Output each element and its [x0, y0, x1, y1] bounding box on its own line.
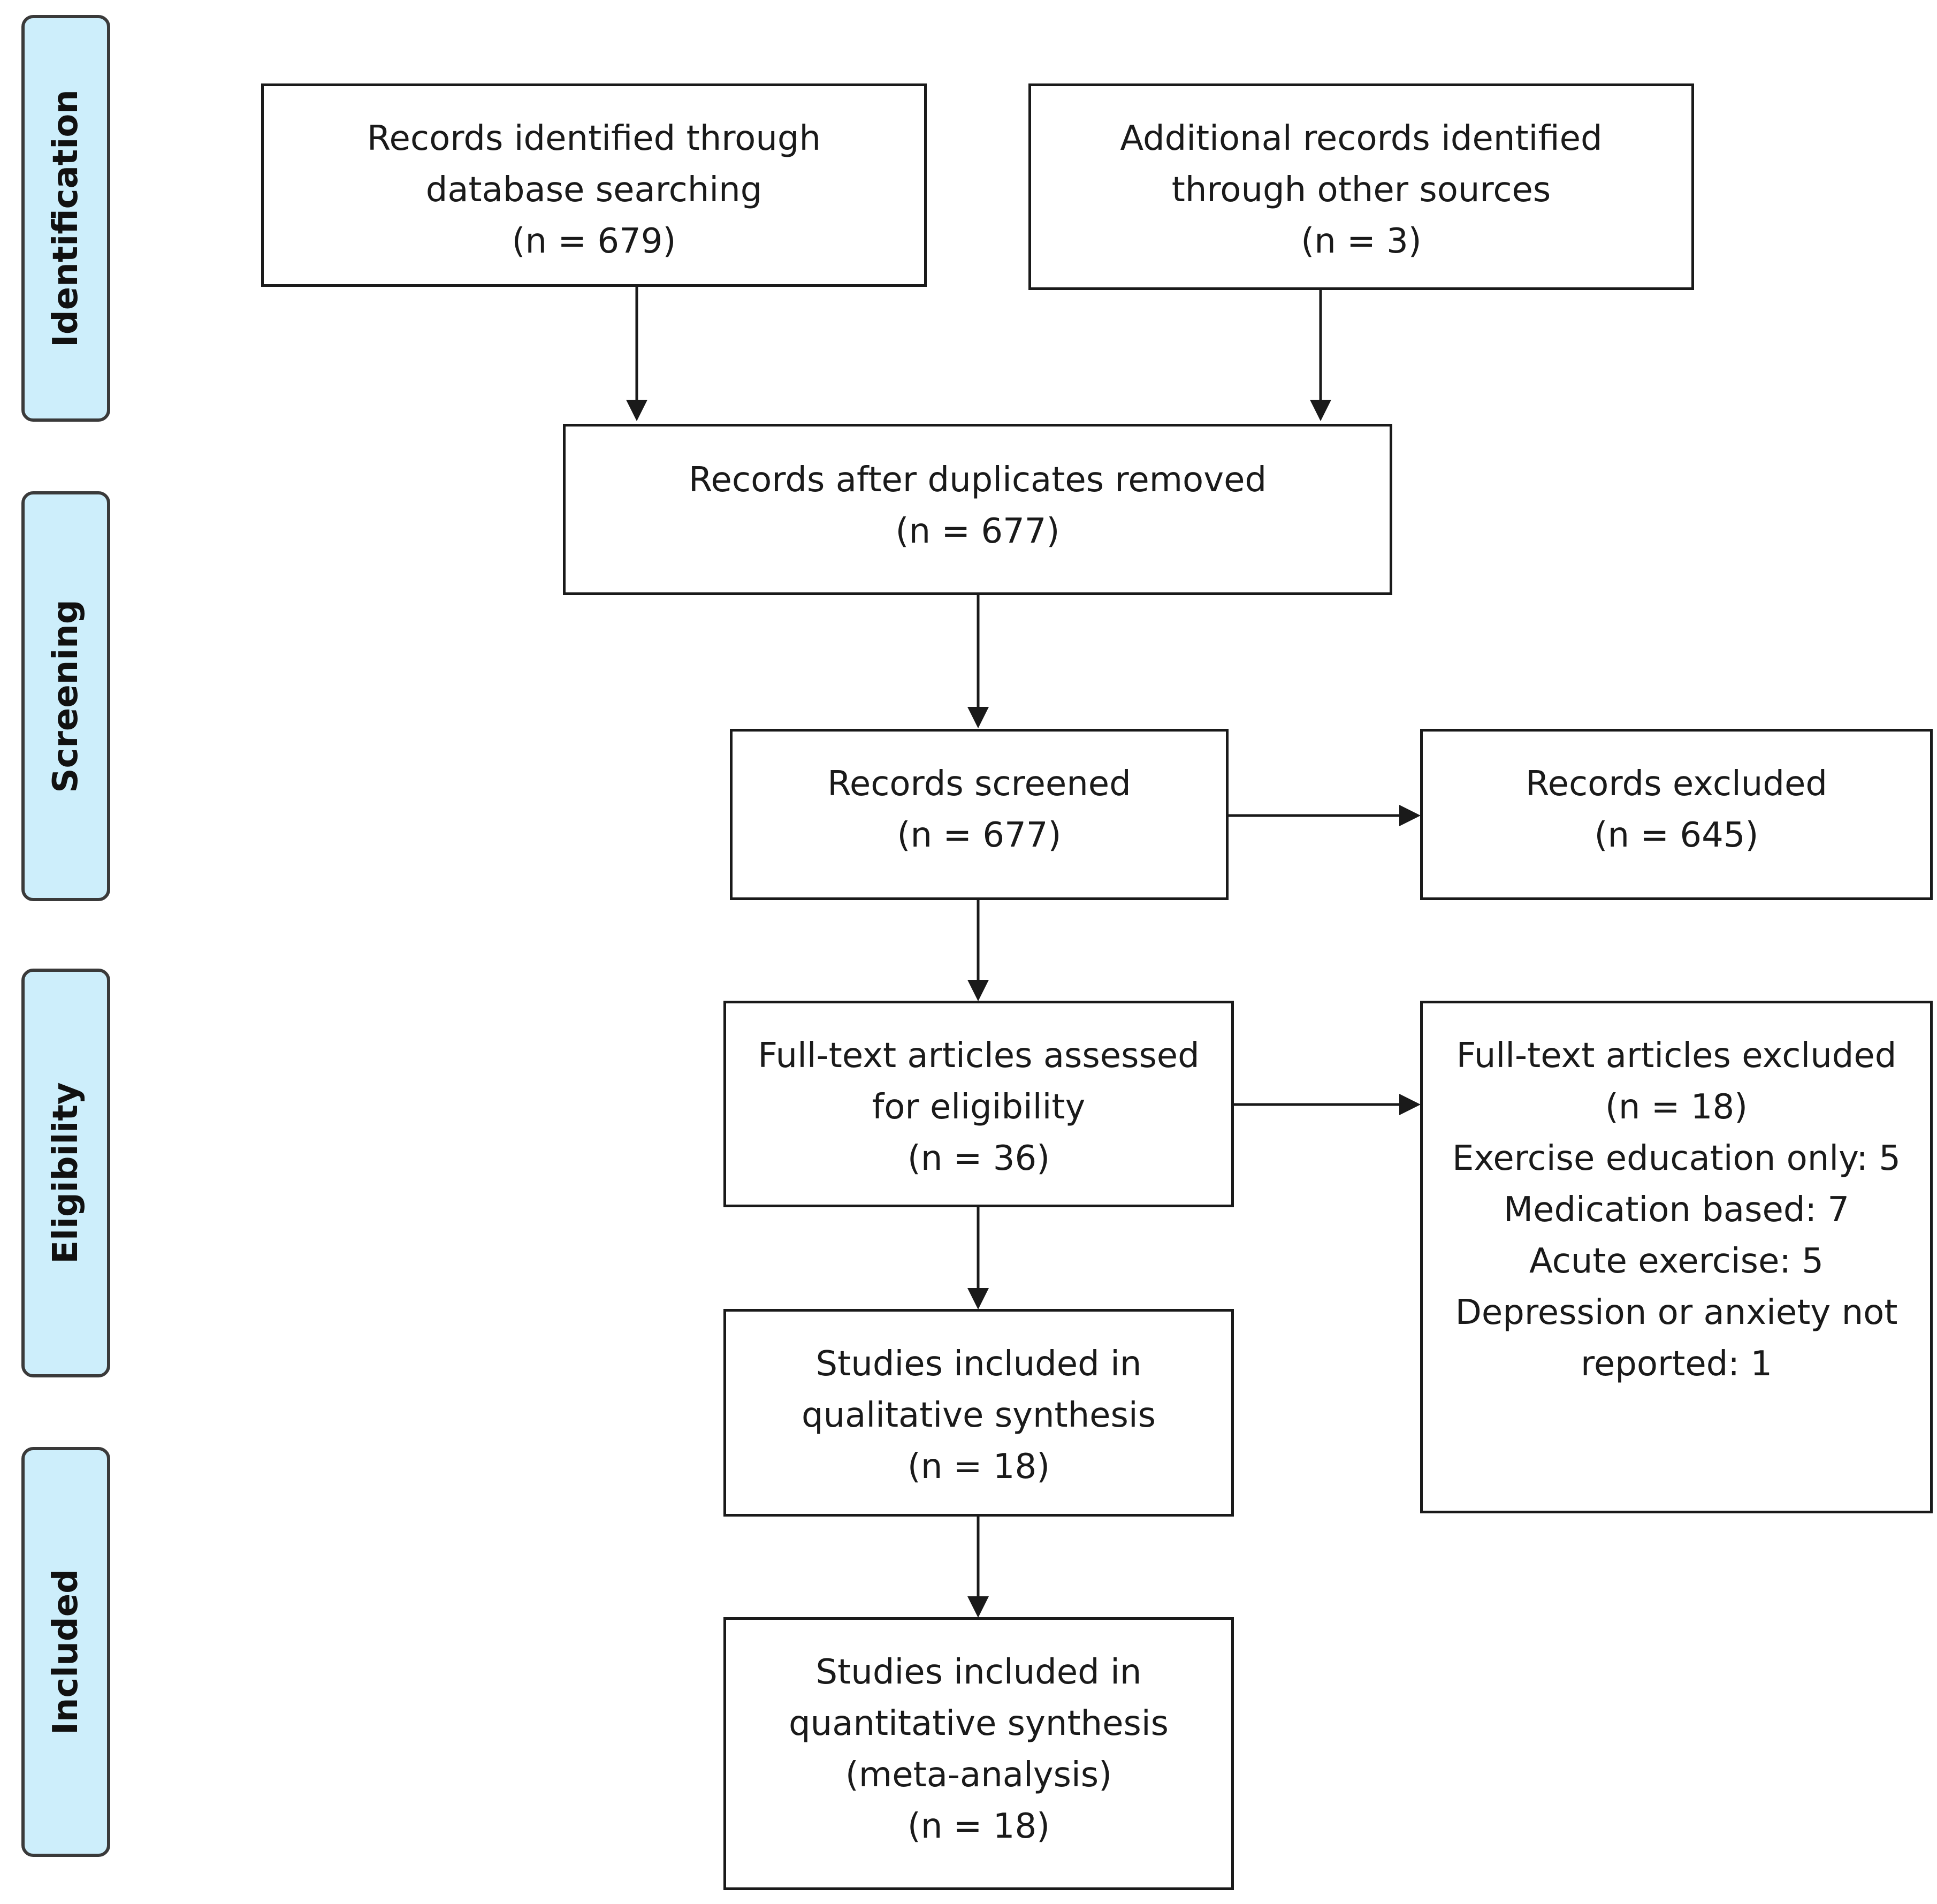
- quantitative-synthesis-box: Studies included in quantitative synthes…: [723, 1617, 1234, 1890]
- fulltext-excluded-line1: Full-text articles excluded: [1456, 1036, 1897, 1076]
- fulltext-assessed-line2: for eligibility: [872, 1087, 1086, 1127]
- other-sources-line1: Additional records identified: [1120, 119, 1603, 158]
- other-sources-line2: through other sources: [1171, 170, 1551, 210]
- database-records-count: (n = 679): [512, 222, 676, 261]
- duplicates-removed-box: Records after duplicates removed (n = 67…: [563, 424, 1392, 595]
- records-excluded-line1: Records excluded: [1526, 764, 1827, 804]
- database-records-box: Records identified through database sear…: [261, 83, 927, 287]
- quantitative-synthesis-line3: (meta-analysis): [845, 1755, 1112, 1795]
- fulltext-assessed-count: (n = 36): [907, 1139, 1050, 1178]
- qualitative-synthesis-line2: qualitative synthesis: [801, 1396, 1156, 1435]
- phase-eligibility: Eligibility: [21, 969, 110, 1377]
- fulltext-excluded-count: (n = 18): [1605, 1087, 1748, 1127]
- duplicates-removed-line1: Records after duplicates removed: [688, 460, 1267, 500]
- other-sources-box: Additional records identified through ot…: [1028, 83, 1694, 290]
- fulltext-assessed-box: Full-text articles assessed for eligibil…: [723, 1001, 1234, 1207]
- exclusion-reason-not-reported-line2: reported: 1: [1580, 1344, 1773, 1384]
- fulltext-excluded-box: Full-text articles excluded (n = 18) Exe…: [1420, 1001, 1933, 1513]
- database-records-line1: Records identified through: [367, 119, 821, 158]
- exclusion-reason-medication: Medication based: 7: [1503, 1190, 1850, 1230]
- quantitative-synthesis-line1: Studies included in: [815, 1652, 1142, 1692]
- fulltext-assessed-line1: Full-text articles assessed: [758, 1036, 1200, 1076]
- database-records-line2: database searching: [425, 170, 762, 210]
- phase-identification: Identification: [21, 15, 110, 422]
- phase-screening: Screening: [21, 491, 110, 901]
- records-screened-count: (n = 677): [897, 816, 1062, 855]
- records-excluded-box: Records excluded (n = 645): [1420, 729, 1933, 900]
- qualitative-synthesis-count: (n = 18): [907, 1447, 1050, 1487]
- other-sources-count: (n = 3): [1301, 222, 1422, 261]
- quantitative-synthesis-line2: quantitative synthesis: [789, 1704, 1169, 1743]
- exclusion-reason-not-reported-line1: Depression or anxiety not: [1455, 1293, 1898, 1332]
- records-screened-line1: Records screened: [827, 764, 1131, 804]
- quantitative-synthesis-count: (n = 18): [907, 1807, 1050, 1846]
- exclusion-reason-exercise-education: Exercise education only: 5: [1452, 1139, 1901, 1178]
- records-screened-box: Records screened (n = 677): [730, 729, 1229, 900]
- duplicates-removed-count: (n = 677): [895, 512, 1060, 551]
- qualitative-synthesis-box: Studies included in qualitative synthesi…: [723, 1309, 1234, 1517]
- qualitative-synthesis-line1: Studies included in: [815, 1344, 1142, 1384]
- phase-included: Included: [21, 1447, 110, 1857]
- records-excluded-count: (n = 645): [1594, 816, 1759, 855]
- exclusion-reason-acute-exercise: Acute exercise: 5: [1529, 1242, 1824, 1281]
